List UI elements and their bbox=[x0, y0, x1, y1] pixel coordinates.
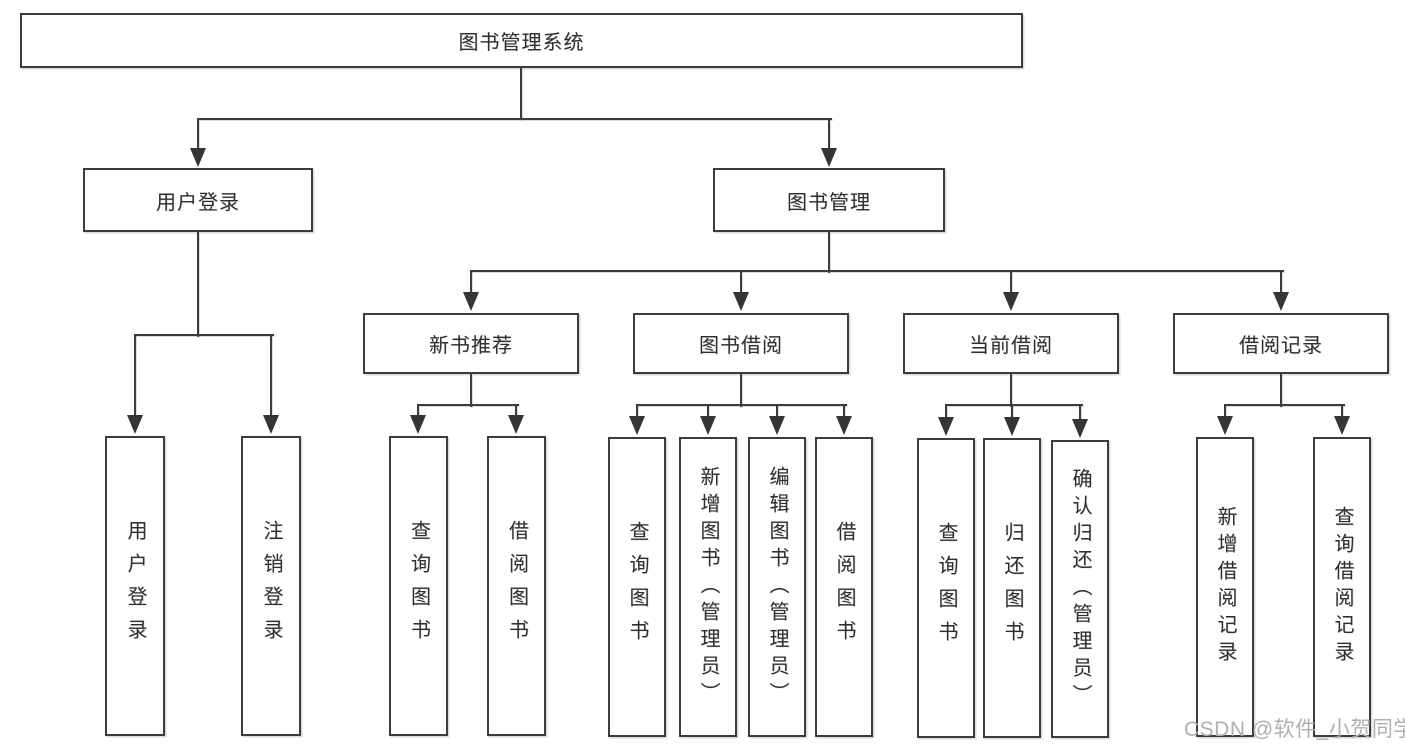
node-user-login: 用户登录 bbox=[83, 168, 313, 232]
connector-line bbox=[1010, 374, 1012, 407]
leaf-current-query-books-label: 查询图书 bbox=[935, 522, 957, 654]
arrow-down-icon bbox=[263, 415, 279, 434]
connector-line bbox=[828, 119, 830, 151]
leaf-records-query-record: 查询借阅记录 bbox=[1313, 437, 1371, 737]
leaf-borrow-edit-books-admin: 编辑图书（管理员） bbox=[748, 437, 806, 737]
leaf-user-login-label: 用户登录 bbox=[124, 520, 146, 652]
connector-line bbox=[270, 335, 272, 419]
leaf-borrow-query-books: 查询图书 bbox=[608, 437, 666, 737]
connector-line bbox=[470, 374, 472, 407]
connector-line bbox=[740, 271, 742, 296]
connector-line bbox=[1079, 405, 1081, 422]
connector-line bbox=[1224, 405, 1226, 419]
leaf-borrow-query-books-label: 查询图书 bbox=[626, 521, 648, 653]
arrow-down-icon bbox=[821, 148, 837, 167]
leaf-current-confirm-return-admin-label: 确认归还（管理员） bbox=[1069, 467, 1091, 711]
node-book-management-label: 图书管理 bbox=[787, 191, 871, 214]
leaf-recommend-borrow-books: 借阅图书 bbox=[487, 436, 546, 736]
arrow-down-icon bbox=[463, 292, 479, 311]
leaf-borrow-add-books-admin: 新增图书（管理员） bbox=[679, 437, 737, 737]
csdn-watermark: CSDN @软件_小贺同学 bbox=[1184, 718, 1405, 741]
connector-line bbox=[1224, 404, 1345, 406]
leaf-records-add-record: 新增借阅记录 bbox=[1196, 437, 1254, 737]
connector-line bbox=[1341, 405, 1343, 419]
leaf-current-return-books: 归还图书 bbox=[983, 438, 1041, 738]
node-borrow-records: 借阅记录 bbox=[1173, 313, 1389, 374]
connector-line bbox=[945, 405, 947, 420]
leaf-borrow-edit-books-admin-label: 编辑图书（管理员） bbox=[766, 465, 788, 709]
arrow-down-icon bbox=[700, 416, 716, 435]
arrow-down-icon bbox=[938, 417, 954, 436]
connector-line bbox=[134, 335, 136, 419]
connector-line bbox=[1010, 271, 1012, 296]
node-current-borrow: 当前借阅 bbox=[903, 313, 1119, 374]
node-book-management: 图书管理 bbox=[713, 168, 945, 232]
leaf-current-query-books: 查询图书 bbox=[917, 438, 975, 738]
connector-line bbox=[417, 404, 519, 406]
connector-line bbox=[636, 404, 847, 406]
leaf-borrow-borrow-books-label: 借阅图书 bbox=[833, 521, 855, 653]
node-book-borrow-label: 图书借阅 bbox=[699, 335, 783, 357]
connector-line bbox=[1280, 374, 1282, 407]
node-new-book-recommend-label: 新书推荐 bbox=[429, 335, 513, 357]
node-current-borrow-label: 当前借阅 bbox=[969, 335, 1053, 357]
connector-line bbox=[1011, 405, 1013, 420]
arrow-down-icon bbox=[190, 148, 206, 167]
node-book-borrow: 图书借阅 bbox=[633, 313, 849, 374]
leaf-current-return-books-label: 归还图书 bbox=[1001, 522, 1023, 654]
leaf-user-login: 用户登录 bbox=[105, 436, 165, 736]
connector-line bbox=[515, 405, 517, 419]
connector-line bbox=[470, 271, 472, 296]
connector-line bbox=[197, 118, 832, 120]
node-user-login-label: 用户登录 bbox=[156, 191, 240, 214]
connector-line bbox=[520, 68, 522, 120]
arrow-down-icon bbox=[1072, 419, 1088, 438]
arrow-down-icon bbox=[410, 415, 426, 434]
node-new-book-recommend: 新书推荐 bbox=[363, 313, 579, 374]
connector-line bbox=[1280, 271, 1282, 296]
arrow-down-icon bbox=[1004, 417, 1020, 436]
connector-line bbox=[470, 270, 1284, 272]
node-root-label: 图书管理系统 bbox=[458, 32, 585, 54]
arrow-down-icon bbox=[127, 415, 143, 434]
leaf-records-add-record-label: 新增借阅记录 bbox=[1214, 506, 1236, 668]
arrow-down-icon bbox=[1217, 416, 1233, 435]
connector-line bbox=[417, 405, 419, 419]
arrow-down-icon bbox=[629, 416, 645, 435]
leaf-current-confirm-return-admin: 确认归还（管理员） bbox=[1051, 440, 1109, 738]
node-borrow-records-label: 借阅记录 bbox=[1239, 335, 1323, 357]
leaf-recommend-query-books-label: 查询图书 bbox=[407, 520, 430, 652]
connector-line bbox=[197, 119, 199, 151]
arrow-down-icon bbox=[1273, 292, 1289, 311]
connector-line bbox=[134, 334, 274, 336]
leaf-logout: 注销登录 bbox=[241, 436, 301, 736]
arrow-down-icon bbox=[508, 415, 524, 434]
arrow-down-icon bbox=[733, 292, 749, 311]
leaf-borrow-borrow-books: 借阅图书 bbox=[815, 437, 873, 737]
connector-line bbox=[776, 405, 778, 419]
connector-line bbox=[740, 374, 742, 407]
node-root: 图书管理系统 bbox=[20, 13, 1023, 68]
leaf-recommend-borrow-books-label: 借阅图书 bbox=[505, 520, 528, 652]
arrow-down-icon bbox=[1003, 292, 1019, 311]
leaf-records-query-record-label: 查询借阅记录 bbox=[1331, 506, 1353, 668]
leaf-logout-label: 注销登录 bbox=[260, 520, 282, 652]
connector-line bbox=[945, 404, 1083, 406]
arrow-down-icon bbox=[769, 416, 785, 435]
connector-line bbox=[843, 405, 845, 419]
connector-line bbox=[636, 405, 638, 419]
arrow-down-icon bbox=[1334, 416, 1350, 435]
connector-line bbox=[197, 232, 199, 337]
connector-line bbox=[707, 405, 709, 419]
leaf-borrow-add-books-admin-label: 新增图书（管理员） bbox=[697, 465, 719, 709]
connector-line bbox=[828, 232, 830, 273]
arrow-down-icon bbox=[836, 416, 852, 435]
leaf-recommend-query-books: 查询图书 bbox=[389, 436, 448, 736]
